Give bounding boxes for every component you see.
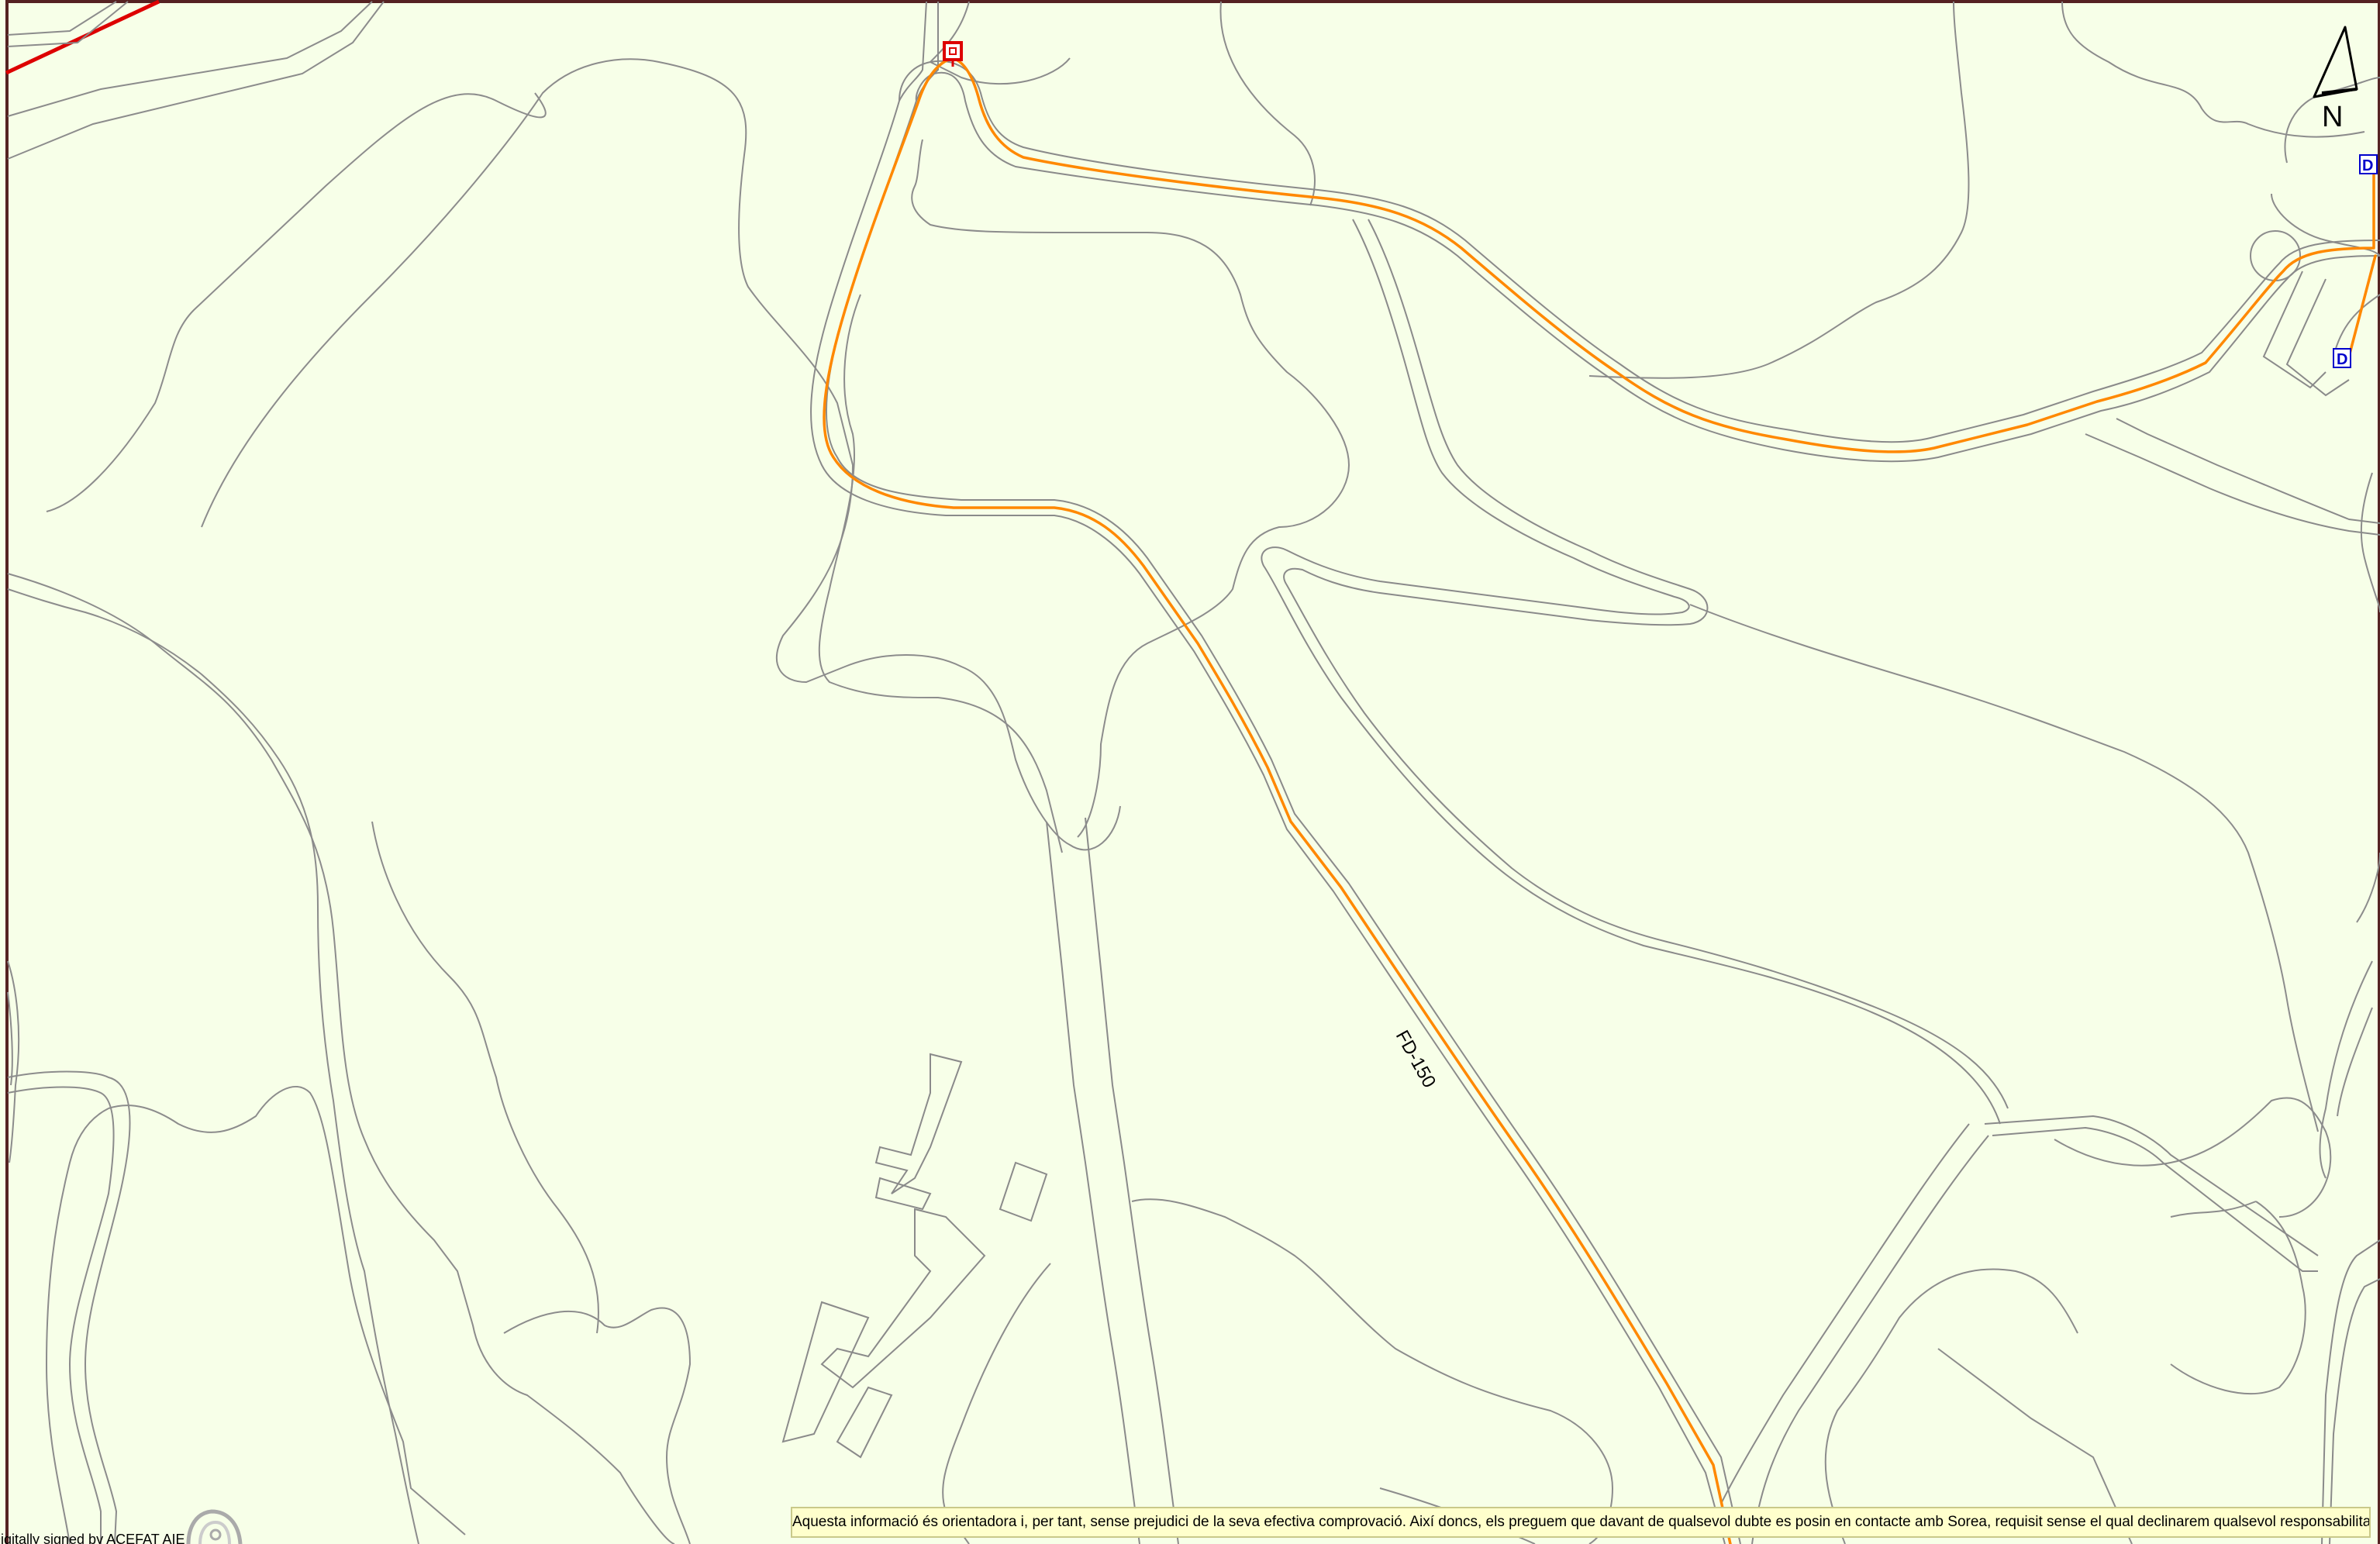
- pipe-east-main[interactable]: [951, 57, 2375, 453]
- disclaimer-box: Aquesta informació és orientadora i, per…: [791, 1507, 2371, 1538]
- marker-d-lower[interactable]: D: [2333, 348, 2351, 368]
- north-label: N: [2322, 101, 2343, 133]
- svg-text:D: D: [2362, 157, 2373, 174]
- pipe-fd-150[interactable]: [823, 57, 1732, 1544]
- signature-text: Digitally signed by ACEFAT AIE: [0, 1532, 185, 1544]
- map-frame-border: [5, 0, 2380, 1544]
- signature-seal-icon: [186, 1509, 243, 1544]
- buildings: [781, 1053, 1048, 1459]
- terrain-contours: [7, 1, 2380, 1544]
- marker-d-top[interactable]: D: [2359, 154, 2378, 174]
- valve-marker-icon[interactable]: [943, 41, 963, 67]
- svg-text:D: D: [2337, 351, 2347, 368]
- pipe-east-branch[interactable]: [2347, 254, 2377, 358]
- north-arrow-icon: N: [2313, 26, 2358, 133]
- boundary-line: [5, 0, 160, 75]
